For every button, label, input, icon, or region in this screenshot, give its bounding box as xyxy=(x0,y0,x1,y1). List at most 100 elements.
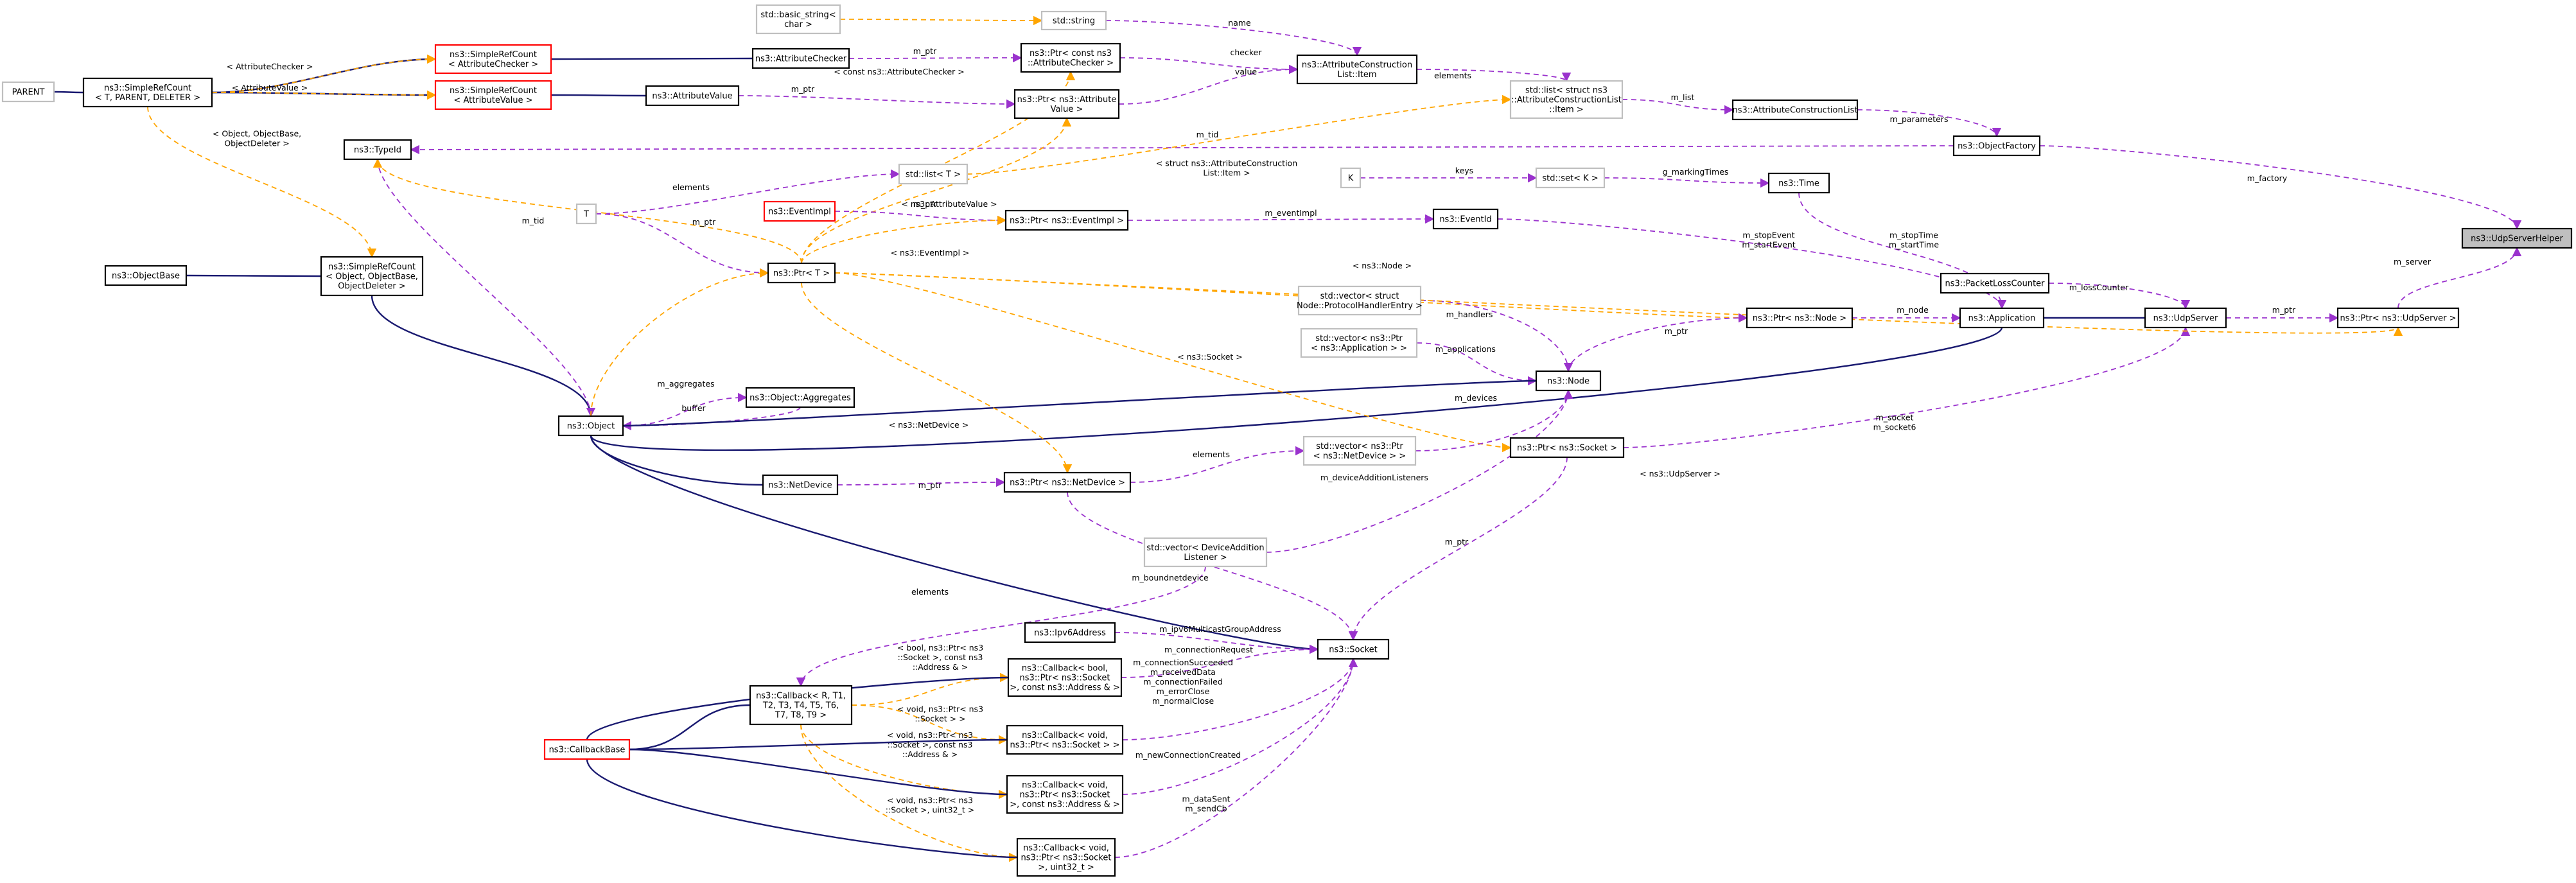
edge-std_string-to-attrconst_item xyxy=(1105,20,1362,57)
edge-label-ptr_t_socket: < ns3::Socket > xyxy=(1177,352,1243,362)
class-node-object-factory[interactable]: ns3::ObjectFactory xyxy=(1952,135,2041,157)
class-node-label: std::basic_string<char > xyxy=(760,10,836,30)
nodes-layer: PARENT ns3::SimpleRefCount< T, PARENT, DE… xyxy=(1,4,2573,877)
edge-label-socket_m_ptr: m_ptr xyxy=(1445,537,1469,546)
edge-ptr_attrvalue-to-attrconst_item xyxy=(1118,64,1299,105)
edge-label-cb_void_socket_uint_tmpl: < void, ns3::Ptr< ns3::Socket >, uint32_… xyxy=(886,796,974,815)
class-node-k[interactable]: K xyxy=(1340,167,1362,189)
edge-label-m_event_impl: m_eventImpl xyxy=(1265,208,1317,218)
class-node-cb-void-socket-uint[interactable]: ns3::Callback< void,ns3::Ptr< ns3::Socke… xyxy=(1016,837,1116,877)
class-node-time[interactable]: ns3::Time xyxy=(1767,172,1830,194)
class-node-box xyxy=(557,415,624,437)
class-node-simplerefcount-attrchecker[interactable]: ns3::SimpleRefCount< AttributeChecker > xyxy=(434,44,552,74)
class-node-udpserverhelper[interactable]: ns3::UdpServerHelper xyxy=(2461,227,2573,249)
edge-eventimpl-to-ptr_eventimpl xyxy=(834,211,1007,225)
class-node-box xyxy=(1,81,55,103)
class-node-box xyxy=(1300,328,1418,358)
class-node-attribute-value[interactable]: ns3::AttributeValue xyxy=(645,85,740,107)
class-node-box xyxy=(745,387,855,408)
class-node-ipv6address[interactable]: ns3::Ipv6Address xyxy=(1024,622,1116,643)
class-node-eventid[interactable]: ns3::EventId xyxy=(1432,208,1499,230)
class-node-basic-string[interactable]: std::basic_string<char > xyxy=(755,4,841,35)
class-node-ptr-t[interactable]: ns3::Ptr< T > xyxy=(767,262,836,284)
class-node-aggregates[interactable]: ns3::Object::Aggregates xyxy=(745,387,855,408)
class-node-simplerefcount-object[interactable]: ns3::SimpleRefCount< Object, ObjectBase,… xyxy=(320,256,424,297)
class-node-cb-bool-socket-addr[interactable]: ns3::Callback< bool,ns3::Ptr< ns3::Socke… xyxy=(1007,658,1123,697)
edge-ptr_t-to-typeid xyxy=(372,158,802,264)
class-node-objectbase[interactable]: ns3::ObjectBase xyxy=(104,265,188,286)
class-node-simplerefcount-attrvalue[interactable]: ns3::SimpleRefCount< AttributeValue > xyxy=(434,80,552,110)
class-node-socket[interactable]: ns3::Socket xyxy=(1317,638,1390,660)
class-node-box xyxy=(1143,537,1268,568)
class-node-cb-void-socket-addr[interactable]: ns3::Callback< void,ns3::Ptr< ns3::Socke… xyxy=(1006,774,1124,814)
edge-label-g_marking_times: g_markingTimes xyxy=(1663,167,1729,177)
edge-label-attr_checker_m_ptr: m_ptr xyxy=(913,46,937,56)
class-node-std-list-t[interactable]: std::list< T > xyxy=(898,163,968,185)
class-node-std-list-item[interactable]: std::list< struct ns3::AttributeConstruc… xyxy=(1509,80,1624,119)
class-node-label: ns3::Node xyxy=(1547,377,1590,387)
class-node-label: ns3::UdpServer xyxy=(2153,314,2218,324)
class-node-t[interactable]: T xyxy=(575,203,597,225)
class-node-ptr-socket[interactable]: ns3::Ptr< ns3::Socket > xyxy=(1509,437,1625,459)
class-node-label: ns3::Callback< bool,ns3::Ptr< ns3::Socke… xyxy=(1010,664,1120,693)
class-node-object[interactable]: ns3::Object xyxy=(557,415,624,437)
edge-label-keys: keys xyxy=(1455,166,1473,175)
edge-ptr_t-to-ptr_netdevice xyxy=(801,282,1073,474)
edge-label-m_tid_factory: m_tid xyxy=(1196,130,1219,139)
class-node-label: ns3::Socket xyxy=(1329,645,1378,655)
class-node-box xyxy=(755,4,841,35)
edge-label-attr_value_m_ptr: m_ptr xyxy=(791,84,815,94)
edge-label-cb_void_socket_tmpl: < void, ns3::Ptr< ns3::Socket > > xyxy=(897,704,983,724)
class-node-udpserver[interactable]: ns3::UdpServer xyxy=(2144,307,2227,329)
edge-simplerefcount_generic-to-simplerefcount_attrvalue xyxy=(211,90,437,100)
class-node-std-set-k[interactable]: std::set< K > xyxy=(1535,167,1606,189)
class-node-packet-loss-counter[interactable]: ns3::PacketLossCounter xyxy=(1940,272,2050,294)
class-node-attribute-checker[interactable]: ns3::AttributeChecker xyxy=(751,48,850,69)
class-node-parent[interactable]: PARENT xyxy=(1,81,55,103)
class-node-label: ns3::EventId xyxy=(1439,215,1491,225)
class-node-cb-void-socket[interactable]: ns3::Callback< void,ns3::Ptr< ns3::Socke… xyxy=(1006,724,1124,755)
edge-label-t_m_ptr: m_ptr xyxy=(692,217,716,227)
edge-label-m_bound_netdevice: m_boundnetdevice xyxy=(1132,573,1209,582)
class-node-simplerefcount-generic[interactable]: ns3::SimpleRefCount< T, PARENT, DELETER … xyxy=(82,77,213,108)
class-node-eventimpl[interactable]: ns3::EventImpl xyxy=(763,200,836,222)
class-node-callbackbase[interactable]: ns3::CallbackBase xyxy=(543,739,631,760)
class-node-ptr-netdevice[interactable]: ns3::Ptr< ns3::NetDevice > xyxy=(1003,471,1132,493)
edge-label-netdevice_m_ptr: m_ptr xyxy=(918,480,942,490)
class-node-box xyxy=(767,262,836,284)
edge-ptr_t-to-ptr_attrvalue xyxy=(801,117,1072,264)
class-node-box xyxy=(1340,167,1362,189)
edge-label-ptr_t_eventimpl: < ns3::EventImpl > xyxy=(891,248,970,258)
class-node-box xyxy=(343,139,412,161)
class-node-netdevice-vec[interactable]: std::vector< ns3::Ptr< ns3::NetDevice > … xyxy=(1302,435,1417,466)
edge-callbackbase-to-cb_void_socket_addr xyxy=(617,742,1008,796)
class-node-box xyxy=(645,85,740,107)
class-node-ptr-udpserver[interactable]: ns3::Ptr< ns3::UdpServer > xyxy=(2336,307,2460,329)
class-node-box xyxy=(1952,135,2041,157)
class-node-attrconst-list[interactable]: ns3::AttributeConstructionList xyxy=(1731,99,1859,121)
class-node-box xyxy=(898,163,968,185)
class-node-callback-generic[interactable]: ns3::Callback< R, T1,T2, T3, T4, T5, T6,… xyxy=(749,685,853,726)
class-node-application[interactable]: ns3::Application xyxy=(1959,307,2045,329)
class-node-node[interactable]: ns3::Node xyxy=(1535,370,1602,392)
class-node-netdevice[interactable]: ns3::NetDevice xyxy=(762,474,839,496)
edge-label-m_node: m_node xyxy=(1897,305,1929,315)
class-node-box xyxy=(1296,54,1418,85)
class-node-box xyxy=(1746,307,1853,329)
class-node-ptr-eventimpl[interactable]: ns3::Ptr< ns3::EventImpl > xyxy=(1004,209,1129,231)
class-node-std-string[interactable]: std::string xyxy=(1040,10,1107,31)
class-node-box xyxy=(1013,89,1120,119)
class-node-ptr-attrchecker[interactable]: ns3::Ptr< const ns3::AttributeChecker > xyxy=(1020,42,1121,73)
edges-layer xyxy=(41,15,2522,862)
class-node-application-vec[interactable]: std::vector< ns3::Ptr< ns3::Application … xyxy=(1300,328,1418,358)
class-node-label: std::set< K > xyxy=(1542,174,1598,184)
class-node-typeid[interactable]: ns3::TypeId xyxy=(343,139,412,161)
class-node-ptr-node[interactable]: ns3::Ptr< ns3::Node > xyxy=(1746,307,1853,329)
